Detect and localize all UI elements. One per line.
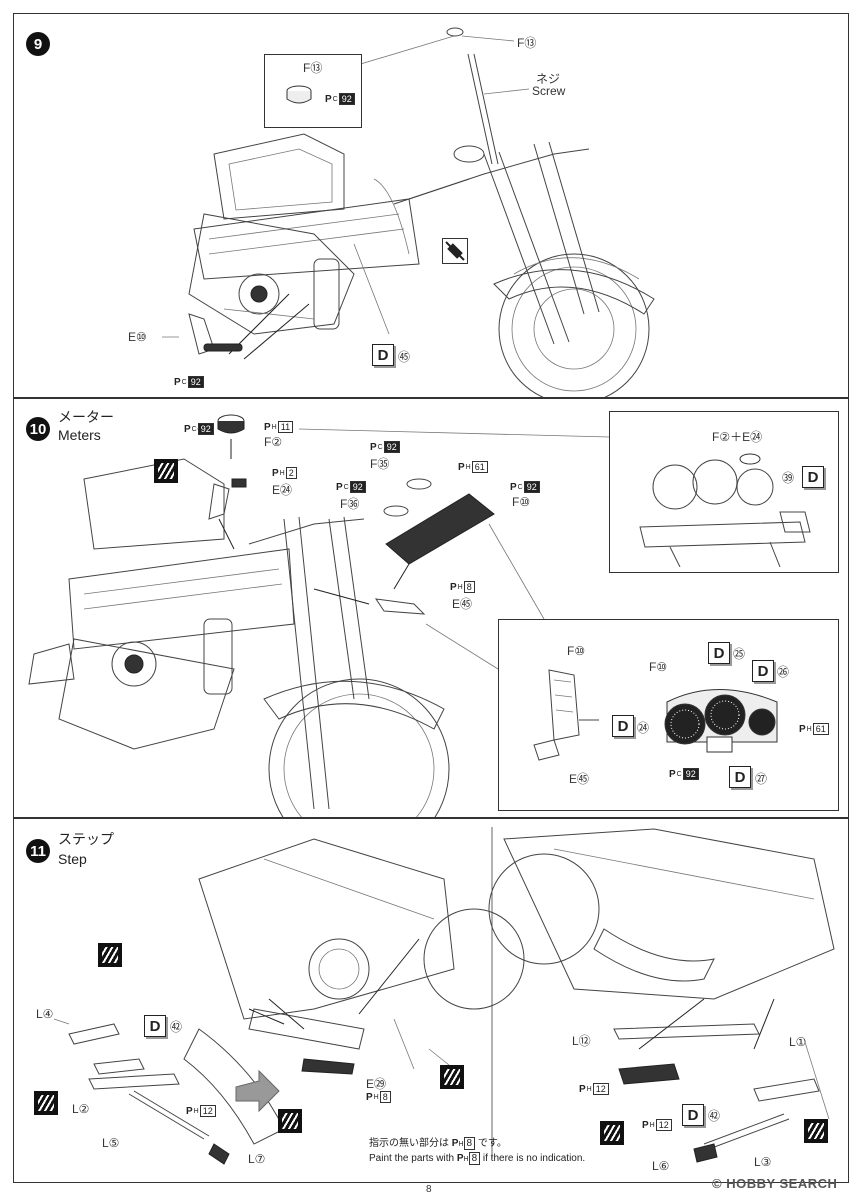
page-number: 8: [426, 1184, 432, 1195]
step-parts-illustration: [53, 827, 835, 1165]
label-l4: L④: [36, 1007, 54, 1021]
step-number: 11: [26, 839, 50, 863]
step-10-panel: 10 メーター Meters: [13, 398, 849, 818]
gauge-cluster-illustration: [664, 689, 778, 753]
label-d45: ㊺: [398, 350, 411, 364]
label-f10a: F⑩: [567, 644, 586, 658]
badge-d: D: [372, 344, 394, 366]
label-d24: ㉔: [637, 721, 650, 735]
label-screw-en: Screw: [532, 84, 566, 98]
inset-box-top: F②＋E㉔ ㊴ D: [609, 411, 839, 573]
step-title-jp: メーター: [58, 409, 114, 425]
glue-icon: [600, 1121, 624, 1145]
part-label: F⑬: [303, 61, 323, 75]
label-f36: F㊱: [340, 497, 360, 511]
step-9-panel: 9: [13, 13, 849, 398]
step-number: 9: [26, 32, 50, 56]
badge-d25: D: [708, 642, 730, 664]
step-title-jp: ステップ: [58, 831, 114, 847]
label-l2: L②: [72, 1102, 90, 1116]
label-e29: E㉙: [366, 1077, 387, 1091]
badge-d: D: [802, 466, 824, 488]
label-d42: ㊷: [170, 1020, 183, 1034]
label-f13: F⑬: [517, 36, 537, 50]
glue-icon: [440, 1065, 464, 1089]
badge-d24: D: [612, 715, 634, 737]
badge-d: D: [144, 1015, 166, 1037]
meter-side-illustration: [533, 669, 599, 761]
step-number: 10: [26, 417, 50, 441]
label-l3: L③: [754, 1155, 772, 1169]
label-e24: E㉔: [272, 483, 293, 497]
step-11-panel: 11 ステップ Step: [13, 818, 849, 1183]
label-f10: F⑩: [512, 495, 531, 509]
label-f10b: F⑩: [649, 660, 668, 674]
label-f2: F②: [264, 435, 283, 449]
glue-icon: [34, 1091, 58, 1115]
label-e45: E㊺: [569, 772, 590, 786]
inset-title: F②＋E㉔: [712, 430, 763, 444]
badge-d: D: [682, 1104, 704, 1126]
motorcycle-illustration: [162, 27, 655, 397]
meter-assembly-illustration: [639, 453, 811, 567]
label-l5: L⑤: [102, 1136, 120, 1150]
label-e10: E⑩: [128, 330, 147, 344]
label-f35: F㉟: [370, 457, 390, 471]
step-title-en: Meters: [58, 427, 101, 443]
watermark: © HOBBY SEARCH: [712, 1176, 838, 1191]
glue-icon: [154, 459, 178, 483]
label-l1: L①: [789, 1035, 807, 1049]
label-l6: L⑥: [652, 1159, 670, 1173]
glue-icon: [804, 1119, 828, 1143]
label-d39: ㊴: [782, 471, 795, 485]
label-d25: ㉕: [733, 647, 746, 661]
label-e45-main: E㊺: [452, 597, 473, 611]
badge-d26: D: [752, 660, 774, 682]
glue-icon: [278, 1109, 302, 1133]
label-d26: ㉖: [777, 665, 790, 679]
no-glue-icon: [442, 238, 468, 264]
step-title-en: Step: [58, 851, 87, 867]
label-d42b: ㊷: [708, 1109, 721, 1123]
label-l7: L⑦: [248, 1152, 266, 1166]
glue-icon: [98, 943, 122, 967]
cap-part-icon: [286, 85, 312, 104]
label-d27: ㉗: [755, 772, 768, 786]
badge-d27: D: [729, 766, 751, 788]
label-l12: L⑫: [572, 1034, 591, 1048]
label-screw-jp: ネジ: [536, 72, 561, 86]
